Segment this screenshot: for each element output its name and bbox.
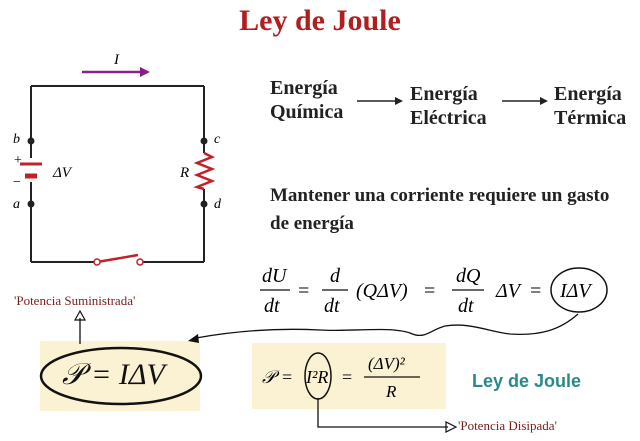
plus-sign: + [14, 153, 22, 168]
current-arrow-head [140, 67, 150, 77]
switch-icon [96, 253, 139, 264]
flow-arrow-2-icon [502, 97, 548, 105]
eq-dq: dQ [456, 265, 481, 287]
node-d-dot [200, 200, 208, 208]
eq-du: dU [262, 265, 288, 287]
pd-eq-1: = [282, 367, 292, 387]
potencia-disipada-label: 'Potencia Disipada' [458, 418, 557, 433]
power-dissipated-formula: 𝒫 = I²R = (ΔV)² R [262, 352, 420, 401]
resistor-label: R [179, 165, 189, 181]
page-title: Ley de Joule [239, 4, 401, 37]
potencia-suministrada-label: 'Potencia Suministrada' [14, 293, 136, 308]
eq-q-dv: (QΔV) [356, 280, 408, 302]
node-c-dot [200, 137, 208, 145]
eq-sign-1: = [298, 280, 309, 302]
pd-numerator: (ΔV)² [368, 354, 406, 373]
node-b-dot [27, 137, 35, 145]
flow-arrow-1-icon [357, 97, 403, 105]
resistor-icon [193, 151, 216, 191]
pd-i2r: I²R [305, 367, 328, 387]
circuit-diagram: I b a c d + − ΔV R [13, 52, 222, 266]
eq-dt-2: dt [324, 295, 340, 317]
power-supplied-ellipse [39, 346, 203, 406]
power-supplied-box [40, 341, 200, 411]
node-a-label: a [13, 197, 20, 212]
i-dv-highlight-ellipse [550, 267, 608, 313]
node-a-dot [27, 200, 35, 208]
joule-equation: dU dt = d dt (QΔV) = dQ dt ΔV = IΔV [260, 265, 608, 317]
ley-de-joule-label: Ley de Joule [472, 371, 582, 391]
voltage-label: ΔV [52, 165, 73, 181]
eq-dt-3: dt [458, 295, 474, 317]
node-c-label: c [214, 132, 221, 147]
node-d-label: d [214, 197, 222, 212]
minus-sign: − [13, 175, 21, 190]
curved-connector [195, 313, 579, 339]
supplied-arrow-head [73, 309, 87, 321]
switch-terminal-right [136, 258, 144, 266]
pd-denominator: R [385, 382, 397, 401]
power-supplied-formula: 𝒫 = IΔV [62, 358, 165, 391]
switch-terminal-left [93, 258, 101, 266]
curved-connector-head [188, 334, 199, 343]
dissipated-arrow-head [445, 421, 458, 433]
energy-statement: Mantener una corriente requiere un gasto… [270, 185, 610, 234]
node-b-label: b [13, 132, 20, 147]
eq-dv: ΔV [495, 280, 523, 302]
dissipated-arrow [317, 398, 448, 428]
eq-i-dv: IΔV [559, 280, 593, 302]
pd-eq-2: = [342, 367, 352, 387]
current-label: I [113, 52, 120, 68]
eq-dt-1: dt [264, 295, 280, 317]
eq-sign-2: = [424, 280, 435, 302]
power-dissipated-box [252, 343, 446, 409]
eq-sign-3: = [530, 280, 541, 302]
eq-d: d [330, 265, 341, 287]
